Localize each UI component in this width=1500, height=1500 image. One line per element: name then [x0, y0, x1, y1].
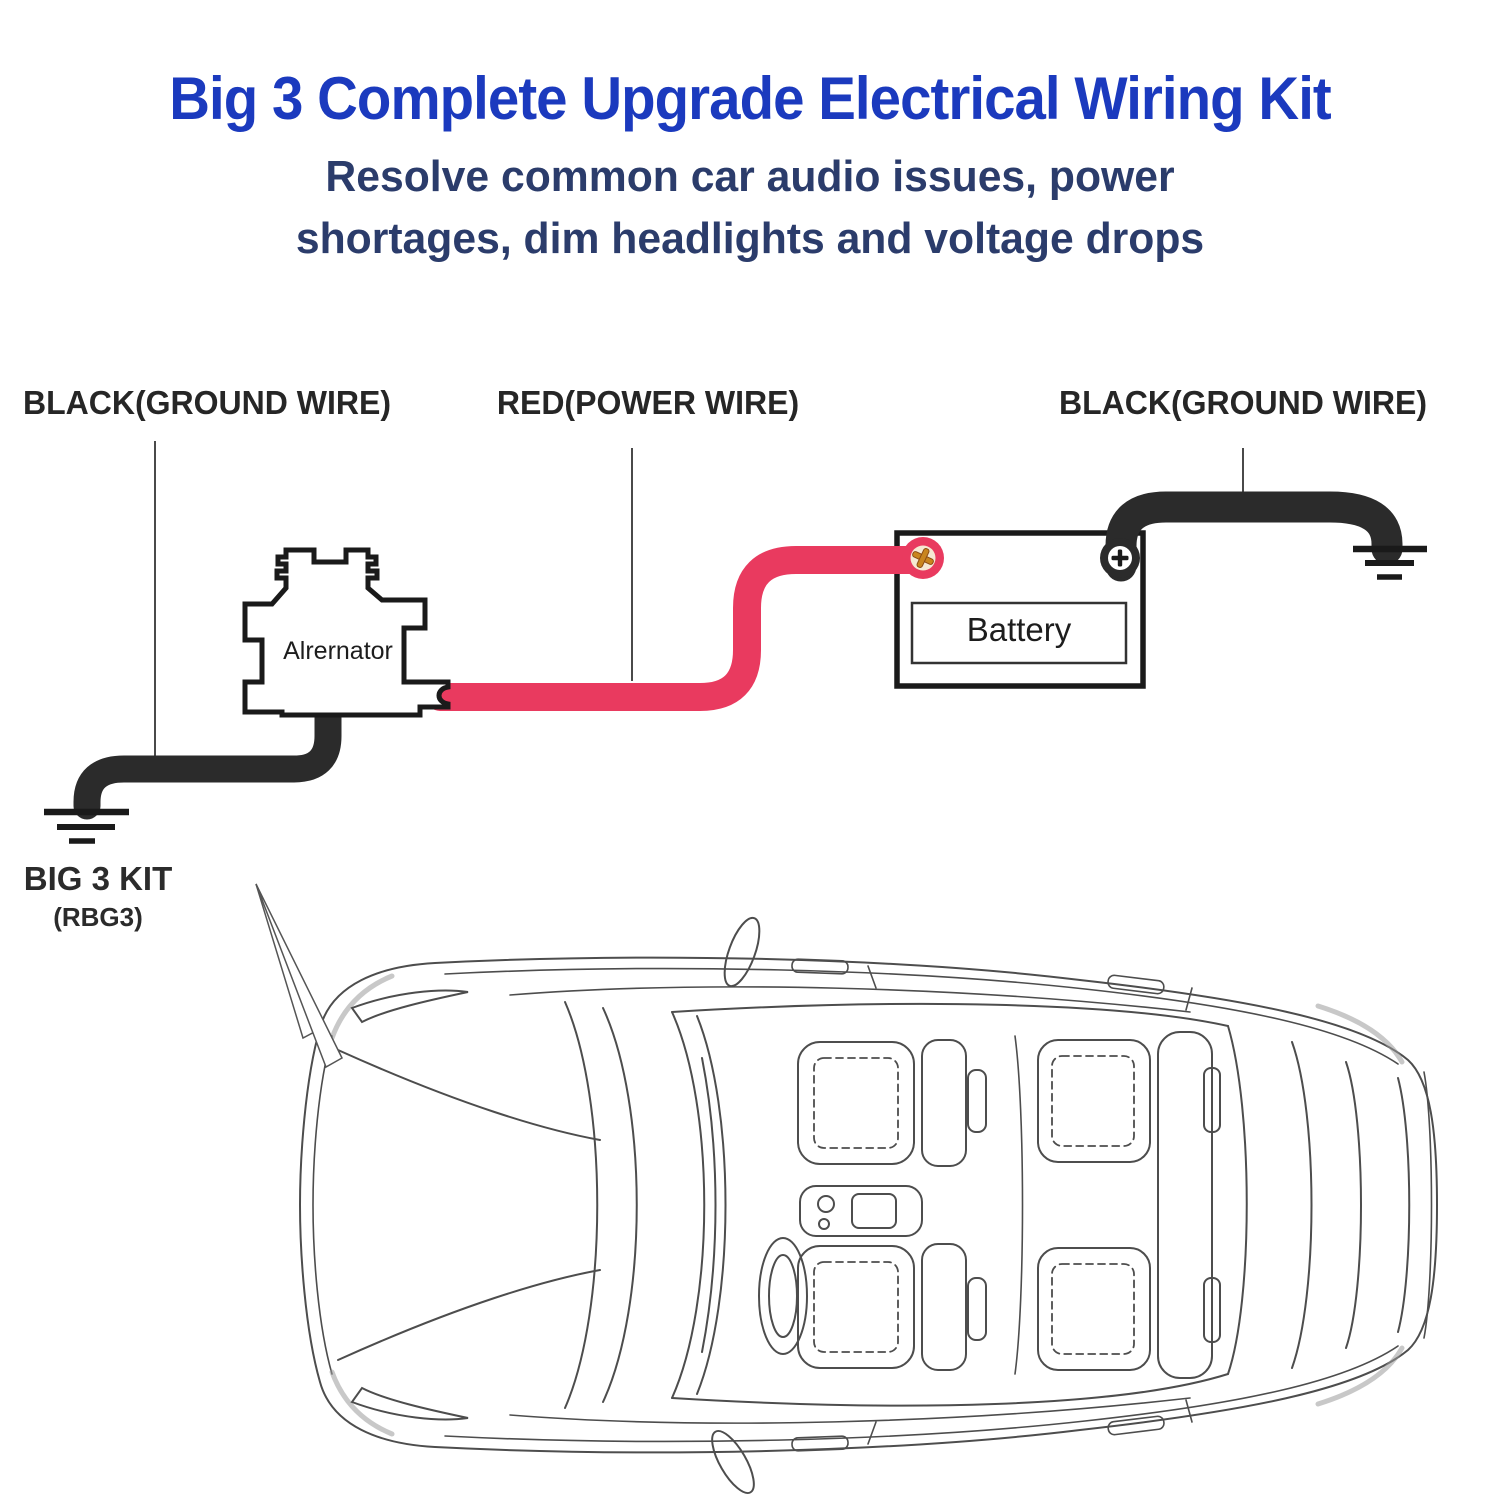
car-c-pillar-top: [1185, 987, 1193, 1011]
car-cowl-line: [564, 1001, 599, 1409]
battery-positive-terminal: [902, 537, 944, 579]
car-c-pillar-bottom: [1185, 1399, 1193, 1423]
car-top-view: [298, 916, 1439, 1494]
car-rear-deck: [1345, 1061, 1362, 1349]
kit-model-label: (RBG3): [53, 902, 143, 932]
car-rear-bumper-inner: [1423, 1071, 1433, 1339]
car-windshield-top: [671, 1011, 706, 1399]
label-power-wire: RED(POWER WIRE): [496, 384, 800, 421]
car-cabin-rail-bottom: [671, 1373, 1229, 1407]
car-b-pillar-bottom: [867, 1421, 877, 1445]
car-sill-bottom: [509, 1397, 1191, 1424]
car-steering-wheel: [758, 1237, 808, 1355]
label-ground-wire-left: BLACK(GROUND WIRE): [22, 384, 392, 421]
power-wire-red: [426, 546, 935, 711]
car-center-console: [799, 1185, 923, 1237]
car-body-outline: [298, 956, 1439, 1454]
car-trunk-line: [1397, 1077, 1411, 1333]
subtitle-line-1: Resolve common car audio issues, power: [325, 152, 1175, 201]
car-cabin-rail-top: [671, 1002, 1229, 1027]
alternator-body: [242, 547, 451, 718]
ground-wire-right: [1105, 491, 1403, 582]
car-hood-crease-bottom: [337, 1269, 601, 1361]
ground-wire-left: [73, 686, 342, 820]
car-headlight-bottom: [350, 1386, 469, 1421]
car-sill-top: [509, 986, 1191, 1013]
kit-name-label: BIG 3 KIT: [23, 860, 173, 897]
plus-terminal-icon: [1111, 549, 1129, 567]
car-windshield-bottom: [602, 1007, 638, 1403]
car-headlight-top: [350, 989, 469, 1024]
car-front-seat-driver: [797, 1243, 987, 1371]
car-body-inner-top: [444, 967, 1399, 1065]
car-rear-window: [1291, 1041, 1313, 1369]
car-rear-bench: [1014, 1031, 1221, 1379]
car-roof-rear-edge: [1227, 1025, 1248, 1375]
ground-symbol-right: [1353, 545, 1427, 580]
car-hood-crease-top: [337, 1049, 601, 1141]
label-ground-wire-right: BLACK(GROUND WIRE): [1058, 384, 1428, 421]
subtitle-line-2: shortages, dim headlights and voltage dr…: [295, 214, 1205, 264]
car-door-handles: [791, 958, 1165, 1452]
car-b-pillar-top: [867, 965, 877, 989]
leader-lines: [154, 441, 1244, 756]
car-dashboard: [701, 1057, 717, 1353]
car-roof-front-edge: [696, 1015, 727, 1395]
car-body-inner-bottom: [444, 1345, 1399, 1443]
plus-screw-icon: [912, 548, 934, 568]
car-front-seat-passenger: [797, 1039, 987, 1167]
ground-symbol-left: [44, 808, 129, 844]
car-mirror-bottom: [711, 1430, 755, 1494]
battery-label: Battery: [966, 611, 1072, 648]
battery-label-box: [910, 601, 1128, 665]
car-mirror-top: [723, 916, 761, 988]
kit-callout-pointer: [255, 883, 343, 1069]
battery-ground-terminal: [1100, 538, 1140, 578]
alternator-label: Alrernator: [283, 637, 393, 665]
car-front-bumper-inner: [312, 1035, 333, 1375]
page-title: Big 3 Complete Upgrade Electrical Wiring…: [169, 65, 1331, 132]
car-wheel-arches: [329, 973, 1405, 1437]
page-subtitle: Resolve common car audio issues, power s…: [23, 146, 1478, 271]
